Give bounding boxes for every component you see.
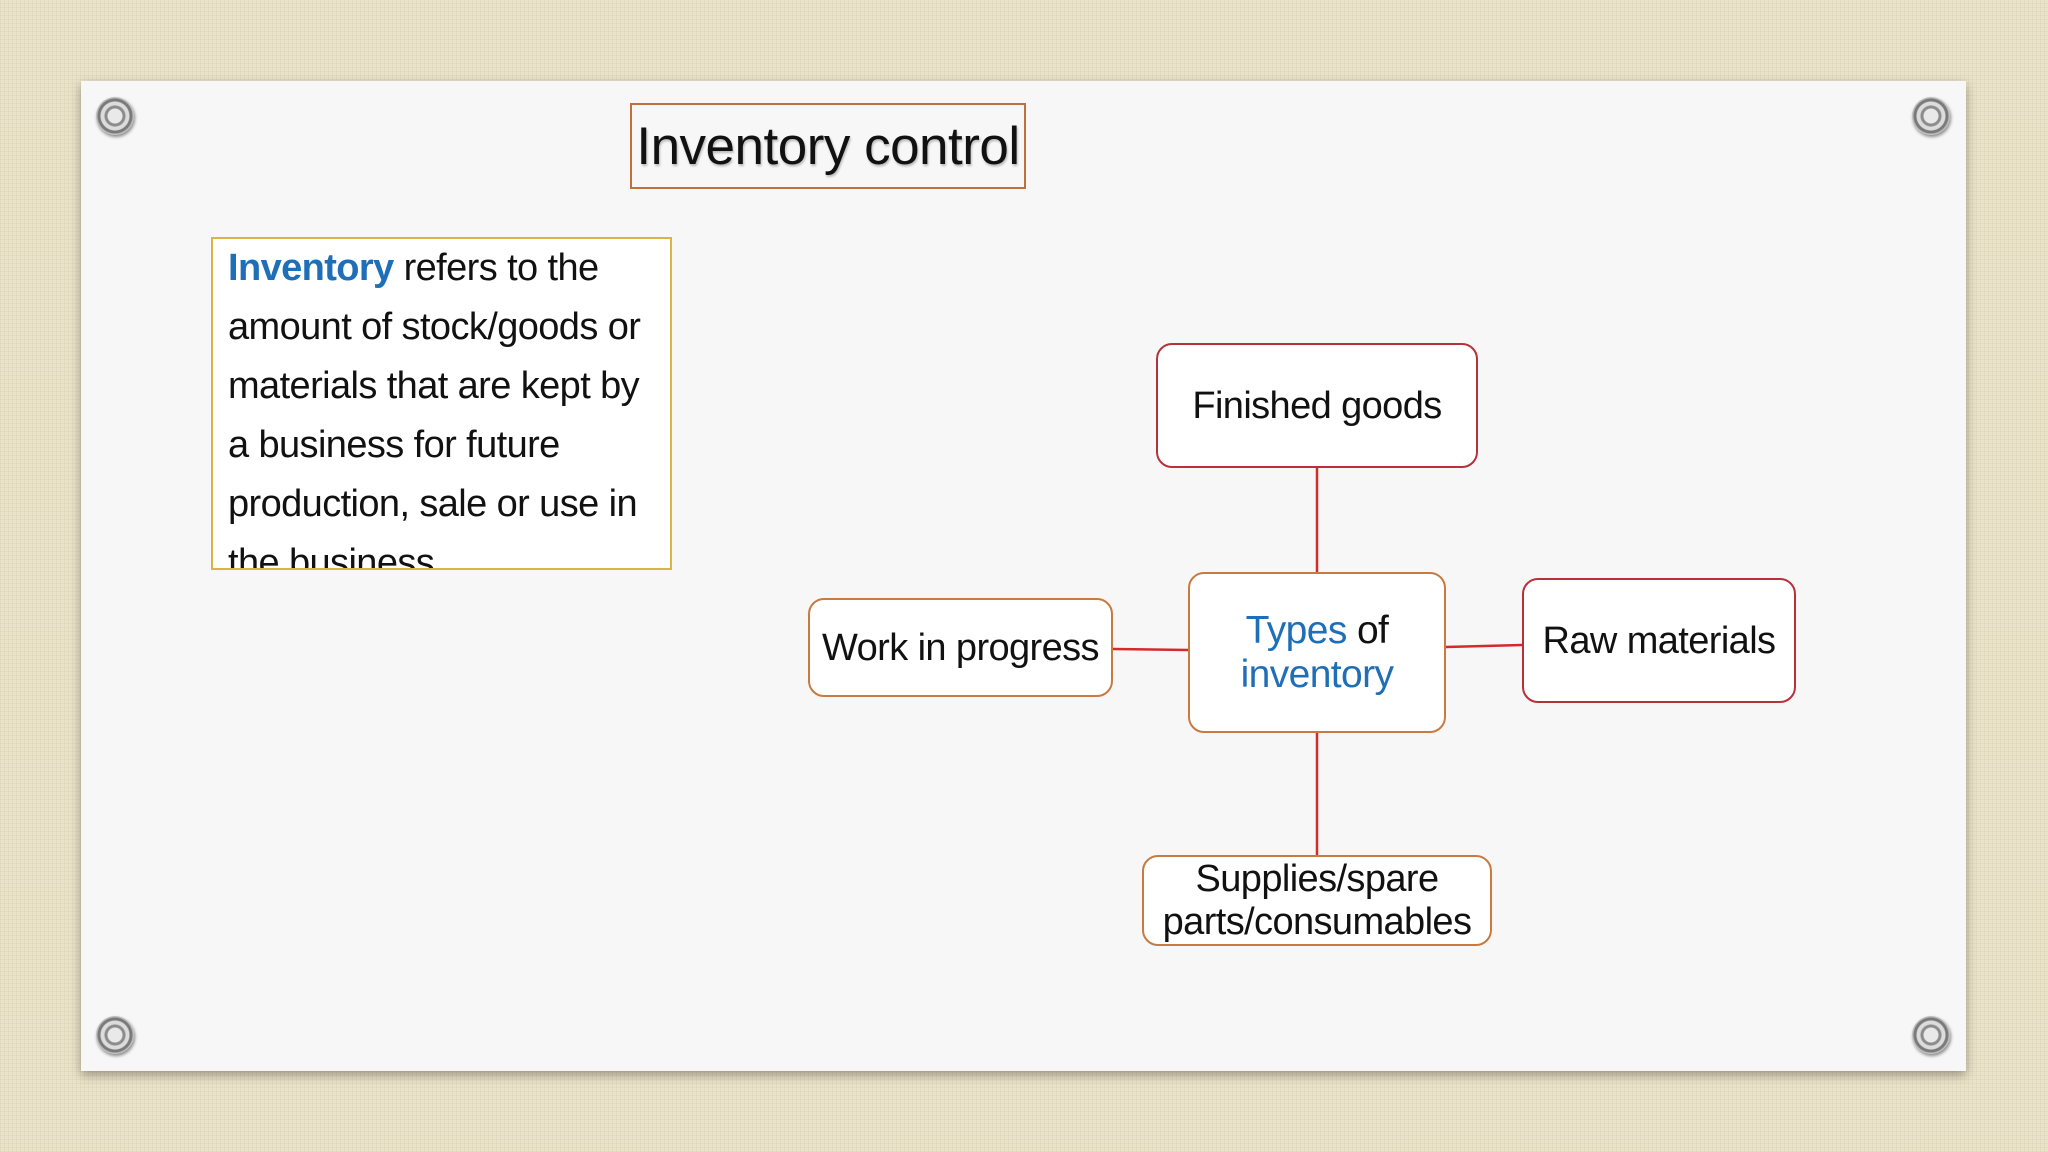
node-finished-goods: Finished goods	[1156, 343, 1478, 468]
grommet-icon-top-left	[96, 97, 134, 135]
connector-left	[1112, 647, 1189, 652]
grommet-icon-bottom-right	[1912, 1016, 1950, 1054]
node-supplies-label-line2: parts/consumables	[1162, 900, 1472, 943]
slide-title: Inventory control	[630, 103, 1026, 189]
node-finished-goods-label: Finished goods	[1192, 384, 1442, 427]
node-work-in-progress: Work in progress	[808, 598, 1113, 697]
node-raw-materials-label: Raw materials	[1542, 619, 1777, 662]
definition-text: refers to the amount of stock/goods or m…	[228, 247, 641, 570]
grommet-icon-top-right	[1912, 97, 1950, 135]
grommet-icon-bottom-left	[96, 1016, 134, 1054]
center-label-inventory: inventory	[1240, 652, 1394, 696]
center-label-of: of	[1346, 608, 1389, 652]
node-supplies: Supplies/spare parts/consumables	[1142, 855, 1492, 946]
center-label-types: Types	[1245, 608, 1348, 652]
node-supplies-label-line1: Supplies/spare	[1195, 857, 1440, 900]
definition-term: Inventory	[228, 247, 394, 289]
connector-right	[1445, 643, 1523, 649]
node-types-of-inventory: Types of inventory	[1188, 572, 1446, 733]
slide-title-text: Inventory control	[636, 116, 1020, 176]
node-work-in-progress-label: Work in progress	[822, 626, 1100, 669]
node-raw-materials: Raw materials	[1522, 578, 1796, 703]
definition-box: Inventory refers to the amount of stock/…	[211, 237, 672, 570]
